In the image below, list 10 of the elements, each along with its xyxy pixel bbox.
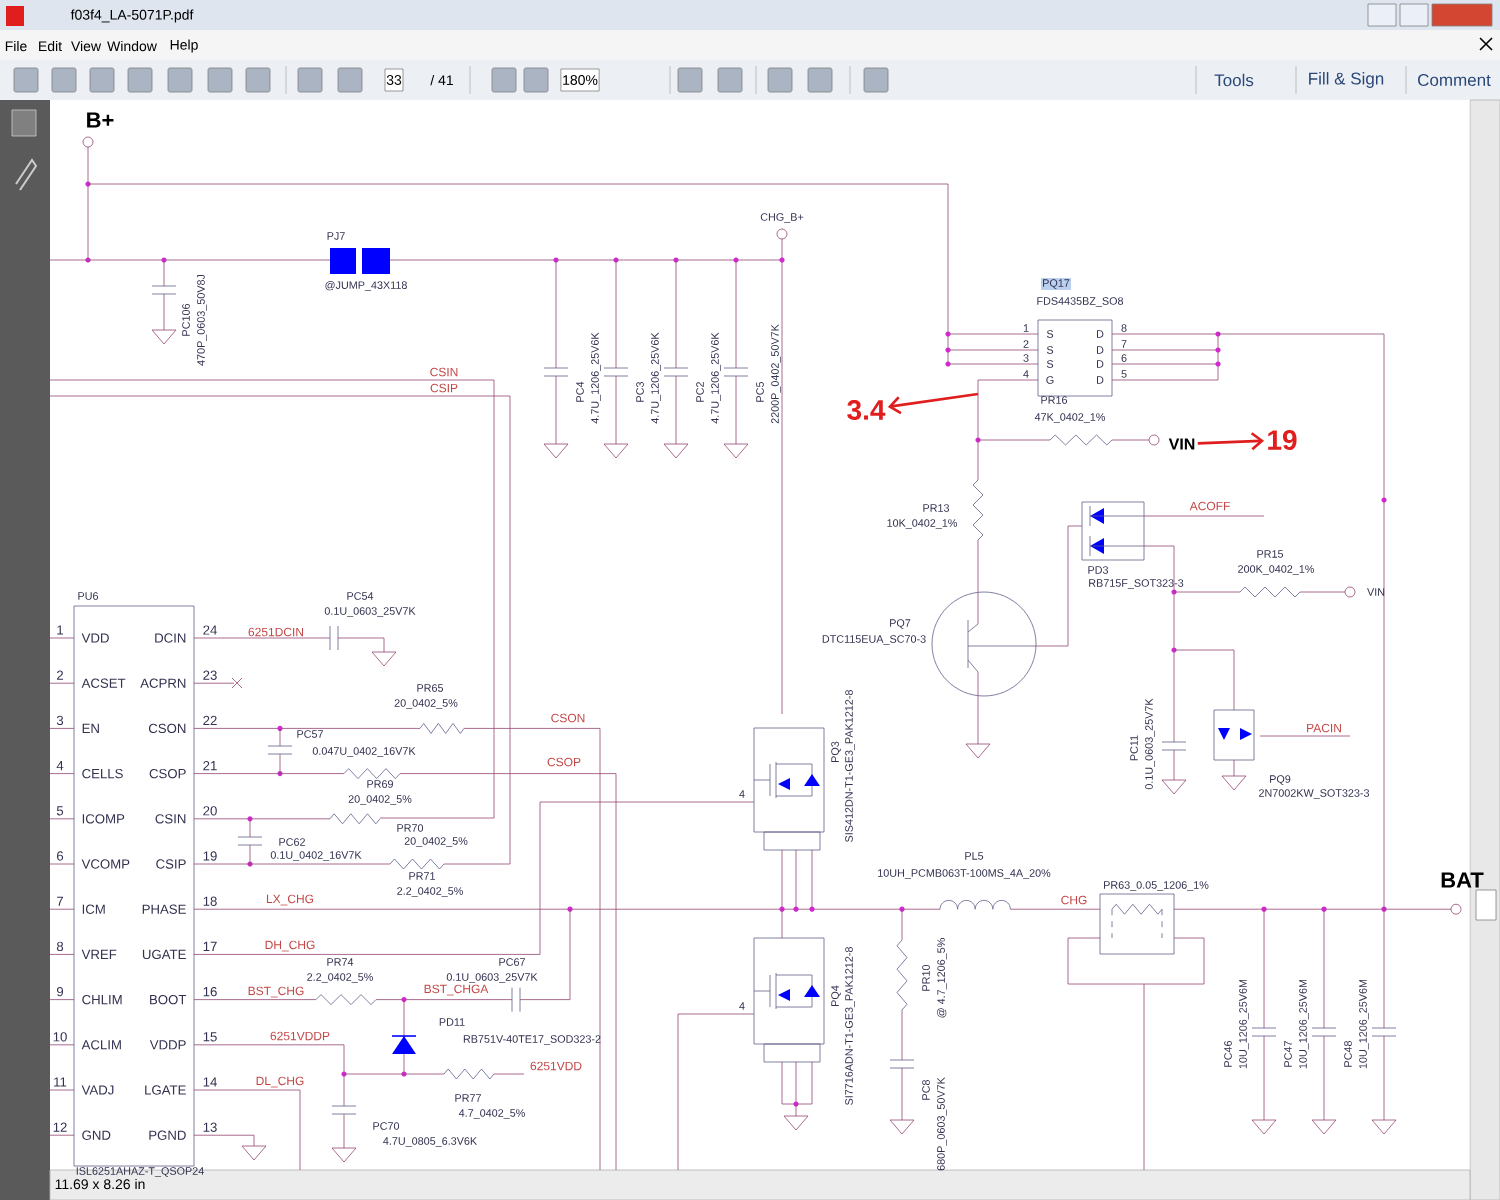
annotation-text: 19	[1268, 430, 1297, 450]
net-label: B+	[87, 112, 114, 128]
arrow	[887, 392, 979, 415]
toolbar-link: Fill & Sign	[1309, 72, 1384, 88]
net-label: BAT	[1441, 872, 1484, 888]
annotation-text: 3.4	[847, 400, 886, 420]
toolbar-link: Tools	[1214, 73, 1254, 87]
arrow	[1197, 432, 1265, 451]
toolbar-link: Comment	[1418, 74, 1491, 86]
net-label: VIN	[1168, 438, 1195, 450]
